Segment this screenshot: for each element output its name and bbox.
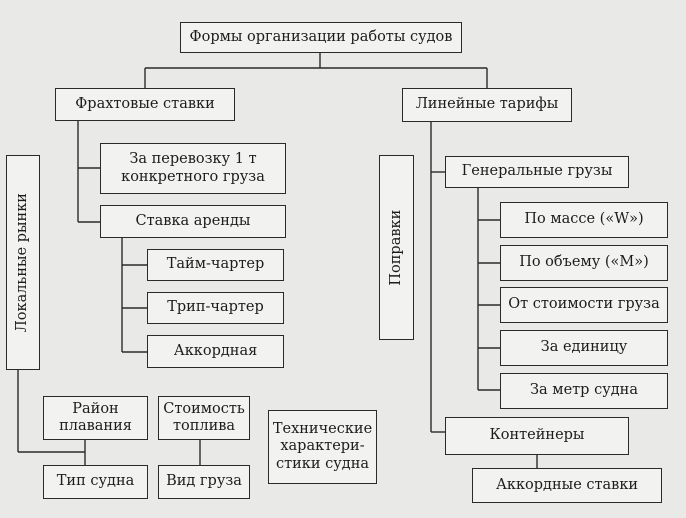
by-mass-box: По массе («W») <box>500 202 668 238</box>
per-unit-box: За единицу <box>500 330 668 366</box>
local-markets-box: Локальные рынки <box>6 155 40 370</box>
lump-sum-rates-box: Аккордные ставки <box>472 468 662 503</box>
freight-rates-box: Фрахтовые ставки <box>55 88 235 121</box>
amendments-box: Поправки <box>379 155 414 340</box>
local-markets-label: Локальные рынки <box>14 192 31 333</box>
trip-charter-box: Трип-чартер <box>147 292 284 324</box>
navigation-area-box: Район плавания <box>43 396 148 440</box>
amendments-label: Поправки <box>387 209 404 286</box>
technical-specs-box: Технические характери- стики судна <box>268 410 377 484</box>
vessel-type-box: Тип судна <box>43 465 148 499</box>
liner-tariffs-box: Линейные тарифы <box>402 88 572 122</box>
by-value-box: От стоимости груза <box>500 287 668 323</box>
cargo-type-box: Вид груза <box>158 465 250 499</box>
containers-box: Контейнеры <box>445 417 629 455</box>
per-ton-box: За перевозку 1 т конкретного груза <box>100 143 286 194</box>
lease-rate-box: Ставка аренды <box>100 205 286 238</box>
lump-sum-box: Аккордная <box>147 335 284 368</box>
per-meter-box: За метр судна <box>500 373 668 409</box>
title-box: Формы организации работы судов <box>180 22 462 53</box>
general-cargo-box: Генеральные грузы <box>445 156 629 188</box>
time-charter-box: Тайм-чартер <box>147 249 284 281</box>
fuel-cost-box: Стоимость топлива <box>158 396 250 440</box>
by-volume-box: По объему («М») <box>500 245 668 281</box>
